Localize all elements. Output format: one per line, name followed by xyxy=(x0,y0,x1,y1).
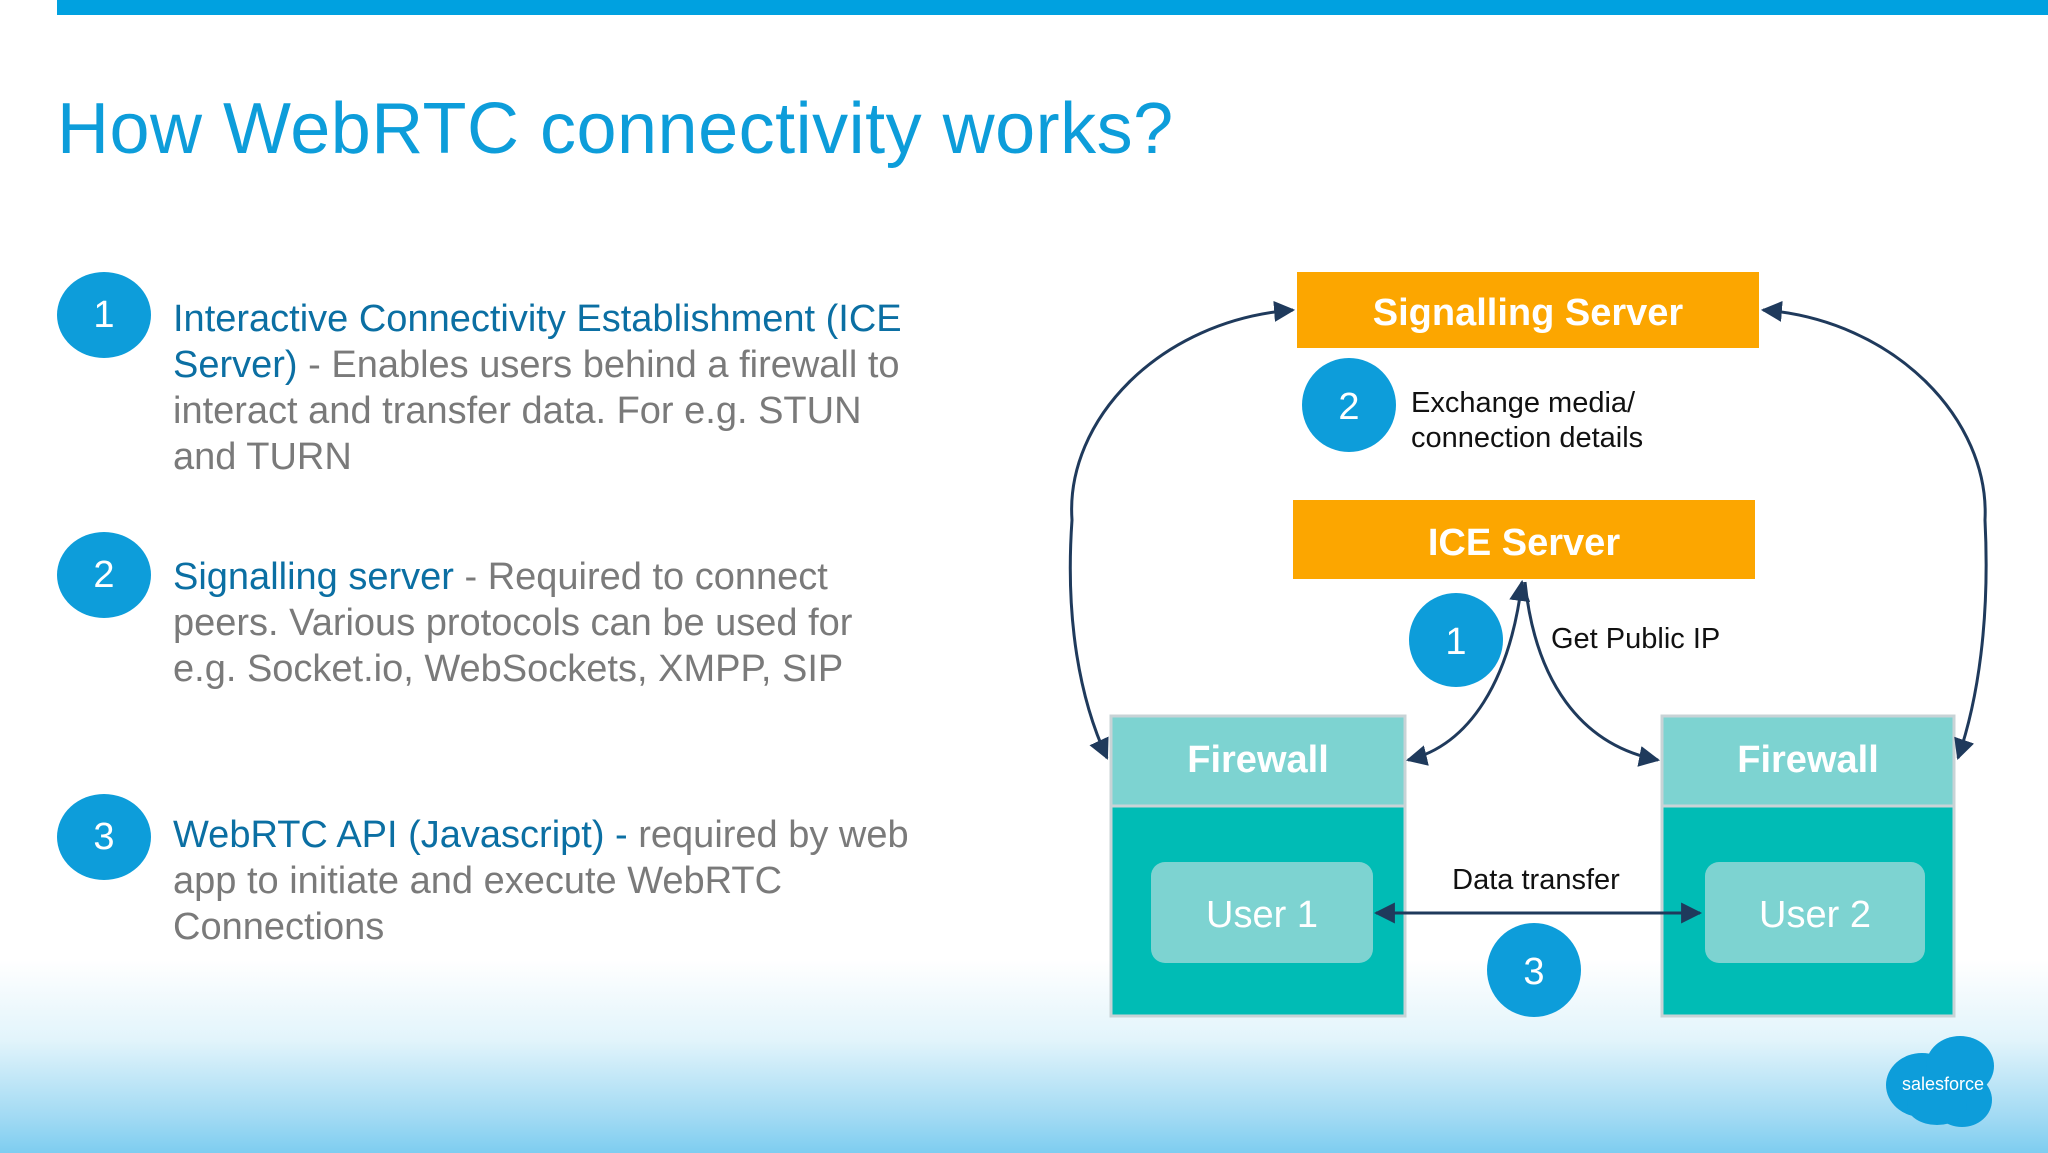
user-2-label: User 2 xyxy=(1759,894,1871,936)
step-2-badge xyxy=(1302,358,1396,452)
list-item-highlight: Interactive Connectivity Establishment (… xyxy=(173,298,902,386)
user-1-label: User 1 xyxy=(1206,894,1318,936)
firewall-left: Firewall User 1 xyxy=(1109,714,1407,1018)
step-number-badge: 1 xyxy=(57,272,151,358)
step-number-badge: 3 xyxy=(57,794,151,880)
signalling-server-box: Signalling Server xyxy=(1297,272,1759,348)
list-item-highlight: WebRTC API (Javascript) - xyxy=(173,814,628,856)
ice-server-label: ICE Server xyxy=(1428,522,1620,564)
step-3-number: 3 xyxy=(1523,951,1544,993)
signalling-arrow-right xyxy=(1760,300,1988,760)
step-3-badge xyxy=(1487,923,1581,1017)
list-item-description: - Enables users behind a firewall to int… xyxy=(173,344,900,478)
list-item-text: WebRTC API (Javascript) - required by we… xyxy=(173,812,913,950)
firewall-right-label: Firewall xyxy=(1737,739,1879,781)
top-accent-bar xyxy=(57,0,2048,15)
step-2-label-line2: connection details xyxy=(1411,422,1643,454)
step-1-number: 1 xyxy=(1445,621,1466,663)
step-2-number: 2 xyxy=(1338,386,1359,428)
ice-arrow-left xyxy=(1405,579,1531,766)
list-item-highlight: Signalling server xyxy=(173,556,454,598)
list-item-description: required by web app to initiate and exec… xyxy=(173,814,909,948)
step-2-label-line1: Exchange media/ xyxy=(1411,387,1636,419)
list-item-description: - Required to connect peers. Various pro… xyxy=(173,556,853,690)
ice-arrow-right xyxy=(1523,581,1661,767)
step-number-badge: 2 xyxy=(57,532,151,618)
data-transfer-label: Data transfer xyxy=(1452,864,1620,896)
salesforce-logo-text: salesforce xyxy=(1902,1074,1984,1094)
list-item-text: Signalling server - Required to connect … xyxy=(173,554,913,692)
user-1-box xyxy=(1151,862,1373,963)
firewall-right: Firewall User 2 xyxy=(1660,714,1956,1018)
step-1-label: Get Public IP xyxy=(1551,623,1720,655)
ice-server-box: ICE Server xyxy=(1293,500,1755,579)
user-2-box xyxy=(1705,862,1925,963)
list-item-text: Interactive Connectivity Establishment (… xyxy=(173,296,913,480)
signalling-arrow-left xyxy=(1068,300,1296,760)
slide-title: How WebRTC connectivity works? xyxy=(57,89,1174,169)
signalling-server-label: Signalling Server xyxy=(1373,292,1684,334)
firewall-left-label: Firewall xyxy=(1187,739,1329,781)
salesforce-logo: salesforce xyxy=(1886,1036,1994,1127)
